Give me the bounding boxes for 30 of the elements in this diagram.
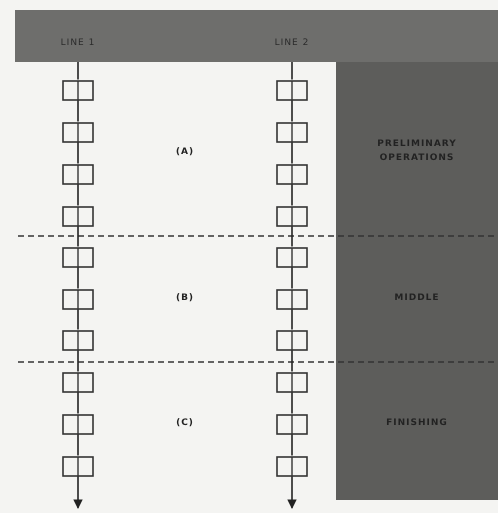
connector-line bbox=[291, 268, 293, 288]
line-label: LINE 2 bbox=[252, 30, 332, 62]
connector-line bbox=[77, 310, 79, 330]
stage-label: PRELIMINARY OPERATIONS bbox=[376, 138, 458, 164]
section-letter: (B) bbox=[174, 292, 196, 305]
connector-line bbox=[77, 142, 79, 164]
connector-line bbox=[73, 476, 83, 509]
stage-label: MIDDLE bbox=[393, 292, 441, 305]
connector-line bbox=[291, 310, 293, 330]
connector-line bbox=[291, 184, 293, 206]
connector-line bbox=[77, 392, 79, 414]
stage-label: FINISHING bbox=[385, 417, 449, 430]
connector-line bbox=[287, 476, 297, 509]
section-letter: (A) bbox=[174, 146, 196, 159]
connector-line bbox=[77, 226, 79, 246]
connector-line bbox=[291, 226, 293, 246]
section-letter: (C) bbox=[175, 417, 195, 430]
connector-line bbox=[77, 268, 79, 288]
line-label: LINE 1 bbox=[38, 30, 118, 62]
connector-line bbox=[291, 100, 293, 122]
connector-line bbox=[291, 62, 293, 80]
connector-line bbox=[77, 350, 79, 372]
connector-line bbox=[77, 184, 79, 206]
connector-line bbox=[291, 142, 293, 164]
connector-line bbox=[77, 100, 79, 122]
connector-line bbox=[77, 434, 79, 456]
connector-line bbox=[77, 62, 79, 80]
connector-line bbox=[291, 392, 293, 414]
connector-line bbox=[291, 350, 293, 372]
connector-line bbox=[291, 434, 293, 456]
